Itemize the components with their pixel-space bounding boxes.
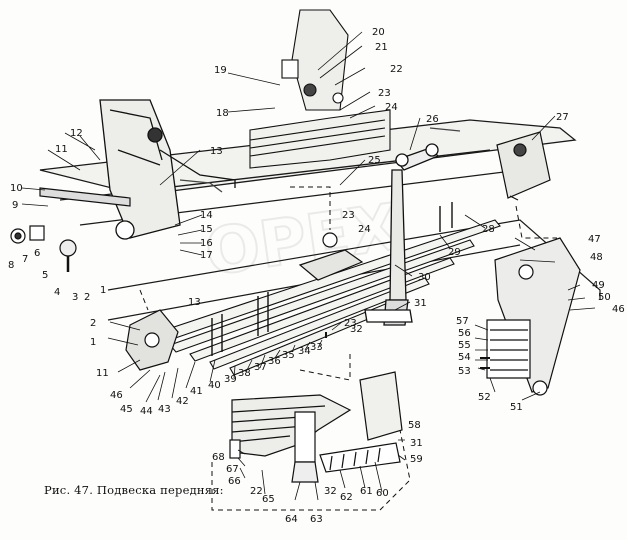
callout-10: 10 [10, 183, 23, 194]
callout-27: 27 [556, 112, 569, 123]
callout-41: 41 [190, 386, 203, 397]
callout-30: 30 [418, 272, 431, 283]
callout-35: 35 [282, 350, 295, 361]
callout-5: 5 [42, 270, 48, 281]
callout-61: 61 [360, 486, 373, 497]
callout-52: 52 [478, 392, 491, 403]
callout-1: 1 [100, 285, 106, 296]
callout-14: 14 [200, 210, 213, 221]
callout-56: 56 [458, 328, 471, 339]
callout-8: 8 [8, 260, 14, 271]
callout-29: 29 [448, 247, 461, 258]
callout-47: 47 [588, 234, 601, 245]
front-spring-eye [125, 309, 179, 371]
callout-40: 40 [208, 380, 221, 391]
callout-51: 51 [510, 402, 523, 413]
callout-57: 57 [456, 316, 469, 327]
callout-20: 20 [372, 27, 385, 38]
callout-17: 17 [200, 250, 213, 261]
callout-23: 23 [378, 88, 391, 99]
detail-inset [229, 371, 403, 483]
callout-18: 18 [216, 108, 229, 119]
callout-62: 62 [340, 492, 353, 503]
callout-11: 11 [55, 144, 68, 155]
callout-32-inset: 32 [324, 486, 337, 497]
callout-22-top: 23 [342, 210, 355, 221]
callout-68: 68 [212, 452, 225, 463]
callout-67: 67 [226, 464, 239, 475]
callout-9: 9 [12, 200, 18, 211]
callout-50: 50 [598, 292, 611, 303]
callout-66: 66 [228, 476, 241, 487]
callout-59: 59 [410, 454, 423, 465]
callout-26: 26 [426, 114, 439, 125]
callout-1-eye: 1 [90, 337, 96, 348]
shackle-pin-front [10, 187, 131, 272]
callout-58: 58 [408, 420, 421, 431]
callout-labels: 12 11 10 9 8 7 6 5 4 3 2 1 13 14 15 16 1… [8, 27, 625, 525]
figure-caption: Рис. 47. Подвеска передняя: [44, 483, 224, 497]
callout-13-eye: 13 [188, 297, 201, 308]
callout-4: 4 [54, 287, 60, 298]
callout-44: 44 [140, 406, 153, 417]
callout-63: 63 [310, 514, 323, 525]
callout-31-inset: 31 [410, 438, 423, 449]
callout-46: 46 [110, 390, 123, 401]
spring-pad [298, 232, 364, 338]
callout-43: 43 [158, 404, 171, 415]
callout-25: 25 [368, 155, 381, 166]
callout-13: 13 [210, 146, 223, 157]
callout-42: 42 [176, 396, 189, 407]
callout-36: 36 [268, 356, 281, 367]
callout-22: 22 [390, 64, 403, 75]
callout-24: 24 [385, 102, 398, 113]
callout-48: 48 [590, 252, 603, 263]
callout-46-rear: 46 [612, 304, 625, 315]
callout-3: 3 [72, 292, 78, 303]
callout-15: 15 [200, 224, 213, 235]
shock-absorber [364, 143, 440, 326]
callout-24-inset: 22 [250, 486, 263, 497]
leader-lines [21, 31, 596, 501]
callout-22-pad: 23 [344, 318, 357, 329]
callout-65: 65 [262, 494, 275, 505]
bumper-block [249, 9, 391, 169]
callout-33: 33 [310, 342, 323, 353]
callout-7: 7 [22, 254, 28, 265]
callout-16: 16 [200, 238, 213, 249]
callout-34: 34 [298, 346, 311, 357]
callout-49: 49 [592, 280, 605, 291]
callout-12: 12 [70, 128, 83, 139]
callout-45: 45 [120, 404, 133, 415]
spring-clips [211, 202, 453, 356]
callout-64: 64 [285, 514, 298, 525]
callout-21: 21 [375, 42, 388, 53]
callout-53: 53 [458, 366, 471, 377]
callout-19: 19 [214, 65, 227, 76]
callout-6: 6 [34, 248, 40, 259]
callout-38: 38 [238, 368, 251, 379]
rear-bracket [496, 131, 551, 201]
callout-55: 55 [458, 340, 471, 351]
callout-31: 31 [414, 298, 427, 309]
callout-2: 2 [84, 292, 90, 303]
callout-32: 32 [350, 324, 363, 335]
callout-39: 39 [224, 374, 237, 385]
callout-37: 37 [254, 362, 267, 373]
callout-60: 60 [376, 488, 389, 499]
callout-23-pad: 24 [358, 224, 371, 235]
guide-lines [139, 186, 557, 511]
callout-2-eye: 2 [90, 318, 96, 329]
callout-11-eye: 11 [96, 368, 109, 379]
callout-28: 28 [482, 224, 495, 235]
callout-54: 54 [458, 352, 471, 363]
rear-shackle [480, 237, 581, 396]
